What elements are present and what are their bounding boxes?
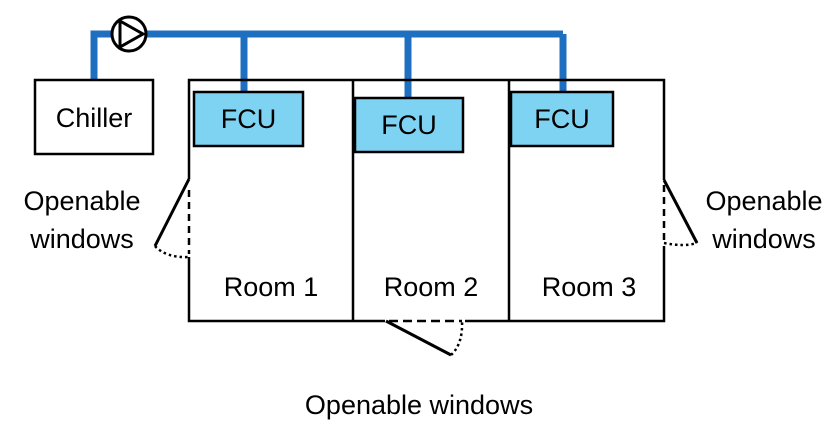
fcu-room-3: FCU [509,90,615,148]
room-label-2: Room 2 [384,272,479,302]
fcu-label: FCU [381,110,437,140]
window-bottom-swing [450,320,464,356]
fcu-label: FCU [221,104,277,134]
window-label-right: Openable windows [705,186,822,254]
room-label-1: Room 1 [224,272,319,302]
fcu-label: FCU [534,104,590,134]
window-label-left: Openable windows [23,186,140,254]
window-right-swing [663,241,698,247]
pump-icon [110,15,148,53]
fcu-room-2: FCU [353,96,465,154]
pipe-chiller-to-pump [90,30,112,80]
window-right-sash [662,179,699,244]
window-label-left-line1: Openable [23,186,140,216]
window-bottom [385,317,465,357]
fcu-box [353,96,465,154]
pump-icon-arrow [118,18,147,50]
fcu-box [509,90,615,148]
chiller-label: Chiller [56,103,133,133]
window-left [153,178,193,259]
window-left-sash [153,178,191,247]
fcu-room-1: FCU [192,90,305,148]
window-label-right-line2: windows [711,224,816,254]
pipe-network [90,30,567,98]
chiller-unit: Chiller [33,78,155,156]
room-label-3: Room 3 [542,272,637,302]
window-left-swing [154,245,190,259]
window-label-right-line1: Openable [705,186,822,216]
window-right [660,179,699,247]
window-label-left-line2: windows [29,224,134,254]
window-bottom-sash [385,319,452,357]
fcu-box [192,90,305,148]
chiller-box [33,78,155,156]
window-label-bottom: Openable windows [305,390,533,420]
